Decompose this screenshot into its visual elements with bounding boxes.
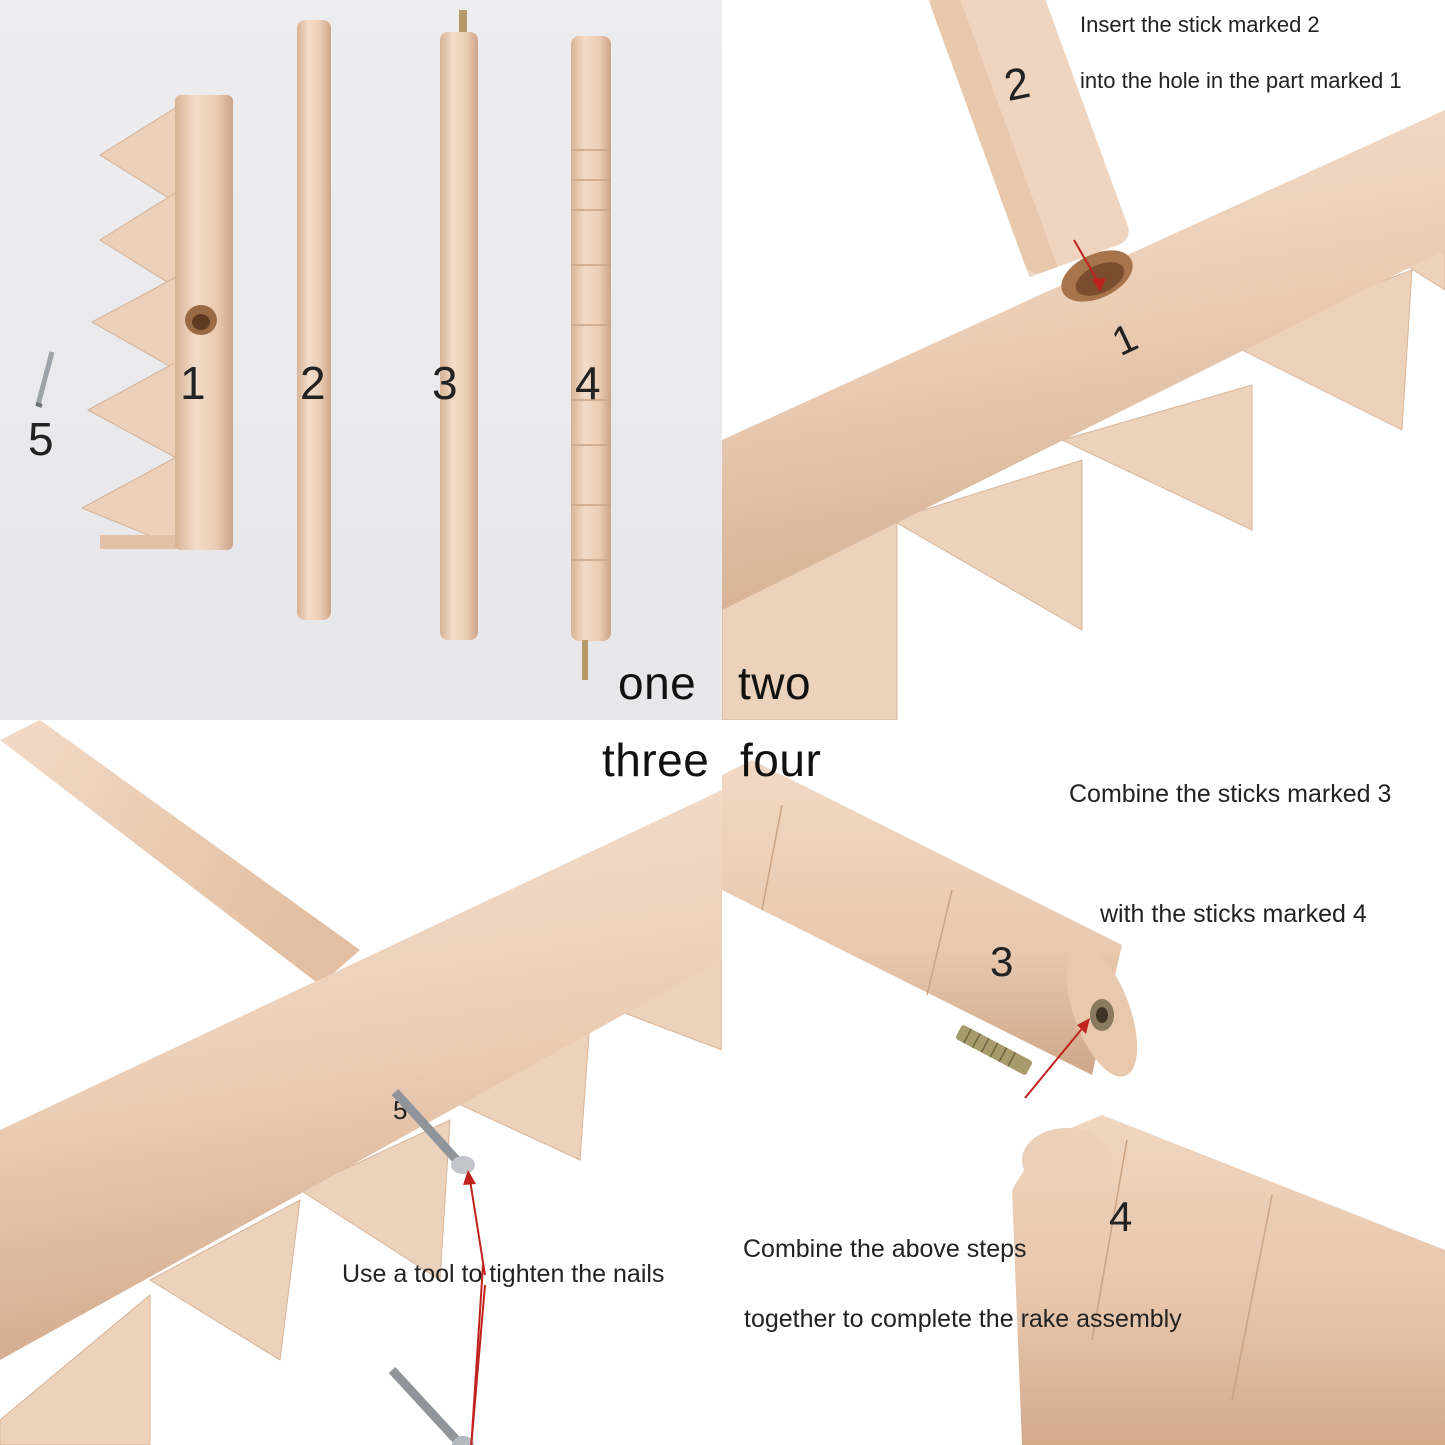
part-label-4: 4 <box>575 357 601 409</box>
rake-handle <box>0 720 360 985</box>
rake-head-teeth <box>80 104 181 549</box>
threaded-screw <box>955 1025 1033 1075</box>
part-label-5: 5 <box>28 413 54 465</box>
step-three-instruction: Use a tool to tighten the nails <box>342 1260 665 1288</box>
step-four-instruction-line-1: Combine the sticks marked 3 <box>1069 780 1392 808</box>
stick-4 <box>1012 1115 1445 1445</box>
stick-label-4: 4 <box>1109 1193 1133 1240</box>
stick-4 <box>571 36 611 641</box>
stick-2 <box>297 20 331 620</box>
step-two-instruction-line-1: Insert the stick marked 2 <box>1080 12 1320 37</box>
rake-head-bar <box>0 790 722 1360</box>
step-four-instruction-line-2: with the sticks marked 4 <box>1100 900 1367 928</box>
stick-3 <box>722 760 1122 1075</box>
stick-4-end <box>1022 1128 1112 1192</box>
final-instruction-line-1: Combine the above steps <box>743 1235 1027 1263</box>
stick-4-grip-rings <box>1091 1139 1273 1401</box>
stick-3-grip-rings <box>761 804 953 996</box>
rake-head-teeth <box>722 224 1445 720</box>
part-label-1: 1 <box>180 357 206 409</box>
part-label-3: 3 <box>432 357 458 409</box>
step-three-panel: Use a tool to tighten the nails 5 <box>0 720 722 1445</box>
step-two-panel: Insert the stick marked 2 into the hole … <box>722 0 1445 720</box>
step-label-four: four <box>740 734 822 786</box>
step-two-instruction-line-2: into the hole in the part marked 1 <box>1080 68 1402 93</box>
step-label-two: two <box>738 657 812 709</box>
parts-overview-panel: 1 2 3 4 5 <box>0 0 722 720</box>
stick-4-grip-rings <box>571 149 611 561</box>
stick-label-3: 3 <box>990 938 1014 985</box>
insert-stick-illustration <box>722 0 1445 720</box>
red-arrow <box>1024 1018 1090 1099</box>
step-four-panel: Combine the sticks marked 3 with the sti… <box>722 720 1445 1445</box>
final-instruction-line-2: together to complete the rake assembly <box>744 1305 1182 1333</box>
step-label-three: three <box>602 734 710 786</box>
part-label-2: 2 <box>300 357 326 409</box>
screw-illustration <box>0 720 722 1445</box>
rake-head-bar <box>722 110 1445 610</box>
stick-3-screw <box>459 10 467 38</box>
rake-head-base <box>100 535 180 549</box>
step-label-one: one <box>618 657 697 709</box>
red-arrow <box>1073 239 1106 292</box>
stick-2 <box>926 0 1129 278</box>
screw-5 <box>388 1366 474 1445</box>
parts-illustration <box>35 10 611 680</box>
screw-detail <box>391 1088 486 1276</box>
combine-sticks-illustration <box>722 760 1445 1445</box>
stick-3 <box>440 32 478 640</box>
screw-5 <box>35 351 55 408</box>
stick-4-screw <box>582 640 588 680</box>
